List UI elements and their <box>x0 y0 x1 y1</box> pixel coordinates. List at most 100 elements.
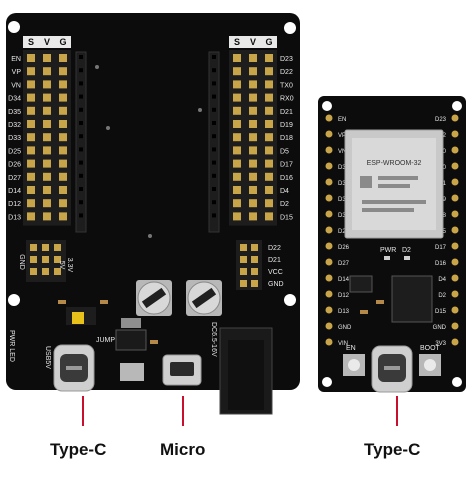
header-pin <box>59 133 67 142</box>
left-pin-header <box>23 50 71 226</box>
header-pin <box>249 172 257 181</box>
aux-pin-label: D22 <box>268 245 281 252</box>
module-left-pin-label: D25 <box>338 229 350 235</box>
aux-pin <box>251 256 258 263</box>
header-pin <box>43 172 51 181</box>
header-pin <box>233 106 241 115</box>
callout-label-micro: Micro <box>160 440 206 459</box>
left-pin-label: VN <box>11 82 21 89</box>
module-left-pin-label: D34 <box>338 165 350 171</box>
header-pin <box>43 133 51 142</box>
module-pin <box>451 226 459 234</box>
socket-hole <box>79 121 83 125</box>
socket-hole <box>212 121 216 125</box>
regulator-chip <box>115 329 147 351</box>
gnd-label: GND <box>18 254 25 270</box>
socket-hole <box>79 94 83 99</box>
boot-button-cap <box>424 359 436 371</box>
right-pin-label: D23 <box>280 56 293 63</box>
header-pin <box>59 159 67 168</box>
socket-hole <box>212 134 216 139</box>
smd-part <box>58 300 66 304</box>
module-pin <box>325 322 333 330</box>
usb-type-c-port-left[interactable] <box>53 344 95 392</box>
module-pin <box>325 162 333 170</box>
module-left-pin-label: D27 <box>338 261 350 267</box>
header-pin <box>27 199 35 208</box>
header-pin <box>43 186 51 194</box>
via <box>95 65 99 69</box>
module-pin <box>451 130 459 138</box>
module-right-pin-label: D17 <box>435 245 447 251</box>
module-pin <box>451 258 459 266</box>
header-pin <box>27 120 35 128</box>
breakout-board: S V G S V G ENVPVND34D35D32D33D25D26D27D… <box>6 13 300 415</box>
module-pin <box>325 194 333 202</box>
aux-pin-label: GND <box>268 281 284 288</box>
regulator-tab <box>121 318 141 328</box>
right-pin-label: D5 <box>280 148 289 155</box>
module-pin <box>325 226 333 234</box>
module-pin <box>325 146 333 154</box>
v5-label: 5V <box>58 261 65 270</box>
socket-hole <box>212 94 216 99</box>
header-pin <box>233 133 241 142</box>
power-pin <box>30 244 37 251</box>
right-pin-label: D17 <box>280 162 293 169</box>
header-pin <box>233 172 241 181</box>
header-pin <box>59 93 67 102</box>
mount-hole-top-right <box>284 22 296 34</box>
module-mount-hole <box>322 101 332 111</box>
module-right-pin-label: D4 <box>438 277 446 283</box>
header-pin <box>27 172 35 181</box>
mount-hole-bottom-left <box>8 294 20 306</box>
module-left-pin-label: VP <box>338 133 346 139</box>
module-pin <box>451 210 459 218</box>
header-pin <box>27 146 35 155</box>
en-button-cap <box>348 359 360 371</box>
module-right-pin-label: D16 <box>435 261 447 267</box>
header-pin <box>27 54 35 62</box>
header-pin <box>265 172 273 181</box>
micro-usb-port[interactable] <box>162 354 202 386</box>
header-pin <box>233 80 241 89</box>
left-header-col-labels: S V G <box>23 36 71 48</box>
chip-text: ESP-WROOM-32 <box>367 160 422 167</box>
right-pin-label: D19 <box>280 122 293 129</box>
aux-pin-label: D21 <box>268 257 281 264</box>
right-pin-label: D18 <box>280 135 293 142</box>
right-pin-label: D2 <box>280 201 289 208</box>
socket-hole <box>212 107 216 112</box>
aux-pin <box>240 256 247 263</box>
usb-uart-chip <box>391 275 433 323</box>
module-pin <box>451 322 459 330</box>
left-pin-label: VP <box>12 69 22 76</box>
right-pin-label: D4 <box>280 188 289 195</box>
dc-barrel-jack[interactable] <box>219 327 273 415</box>
usb-type-c-port-right[interactable] <box>371 345 413 393</box>
power-pin <box>54 268 61 275</box>
header-pin <box>265 120 273 128</box>
mount-hole-top-left <box>8 21 20 33</box>
mount-hole-bottom-right <box>284 294 296 306</box>
right-pin-label: D15 <box>280 214 293 221</box>
header-pin <box>59 67 67 76</box>
module-left-pins <box>325 114 333 346</box>
module-pin <box>451 146 459 154</box>
header-pin <box>265 93 273 102</box>
d2-label: D2 <box>402 247 411 254</box>
dc-label: DC6.5-16V <box>210 322 217 357</box>
socket-hole <box>79 81 83 86</box>
header-pin <box>59 146 67 155</box>
socket-hole <box>79 160 83 165</box>
socket-hole <box>212 55 216 59</box>
capacitor-right <box>186 280 222 316</box>
socket-hole <box>212 160 216 165</box>
header-pin <box>43 54 51 62</box>
module-pin <box>451 162 459 170</box>
power-pin <box>42 244 49 251</box>
header-pin <box>43 80 51 89</box>
header-pin <box>249 199 257 208</box>
header-pin <box>27 159 35 168</box>
power-pin <box>30 268 37 275</box>
